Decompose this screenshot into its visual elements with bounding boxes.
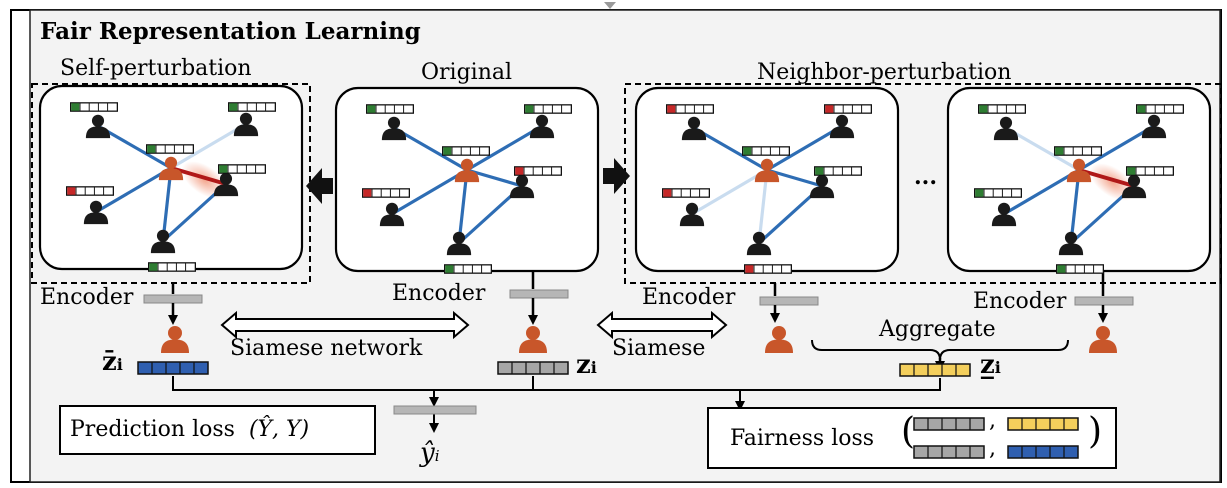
sensitive-attribute-cell [67,187,76,195]
encoder-bar-original [509,289,569,299]
label-aggregate: Aggregate [879,317,996,342]
graph-edge [1078,168,1135,188]
sensitive-attribute-cell [443,147,452,155]
predictor-bar [393,405,477,415]
graph-original-content [362,104,572,274]
fairness-comma-2: , [989,436,996,461]
siamese-network-arrow [220,310,470,340]
encoder-arrows [168,271,1108,325]
graph-edge [170,122,247,170]
label-original: Original [421,60,513,85]
fairness-pair-2 [913,445,1079,459]
sensitive-attribute-cell [71,103,80,111]
prediction-loss-label: Prediction loss (Ŷ, Y) [70,417,310,442]
neighbor-perturbation-group [624,83,1222,284]
graph-self-content [66,102,276,272]
sensitive-attribute-cell [979,105,988,113]
sensitive-attribute-cell [525,105,534,113]
fairness-comma-1: , [989,408,996,433]
fairness-paren-open: ( [901,411,915,452]
top-arrow-hint [604,2,616,9]
sensitive-attribute-cell [667,105,676,113]
graph-edge [170,166,227,186]
ellipsis: ... [914,164,937,190]
fairness-loss-label: Fairness loss [730,426,875,451]
sensitive-attribute-cell [825,105,834,113]
sensitive-attribute-cell [1137,105,1146,113]
z-under-symbol: z̲i [980,350,1001,380]
prediction-loss-args: (Ŷ, Y) [248,417,310,442]
arrow-to-neighbor [603,158,630,194]
encoder-bar-self [143,294,203,304]
label-neighbor-perturbation: Neighbor-perturbation [757,60,1012,85]
graph-edge [466,124,543,172]
graph-edge [1078,124,1155,172]
arrow-to-self [306,168,333,204]
sensitive-attribute-cell [1057,265,1066,273]
graph-edge [457,169,469,244]
sensitive-attribute-cell [815,167,824,175]
sensitive-attribute-cell [745,265,754,273]
graph-neighbor-2-content [974,104,1184,274]
graph-edge [161,167,173,242]
graph-edge [393,126,468,172]
graph-edge [466,168,523,188]
graph-edge [391,168,468,216]
y-hat-symbol: ŷi [420,438,440,468]
sensitive-attribute-cell [515,167,524,175]
z-bar-symbol: z̄i [102,347,123,377]
fairness-pair-1 [913,417,1079,431]
graph-edge [1005,126,1080,172]
sensitive-attribute-cell [363,189,372,197]
embedding-z [497,361,569,375]
graph-edge [691,168,768,216]
diagram-title: Fair Representation Learning [40,18,421,45]
sensitive-attribute-cell [743,147,752,155]
encoder-label-neighbor-2: Encoder [973,289,1067,314]
collector-lines [172,376,941,433]
graph-edge [693,126,768,172]
sensitive-attribute-cell [663,189,672,197]
z-symbol: zi [576,350,597,380]
embedding-z-bar [137,361,209,375]
sensitive-attribute-cell [445,265,454,273]
embedding-z-under [899,363,971,377]
encoder-bar-neighbor-1 [759,296,819,306]
label-siamese: Siamese [612,336,706,361]
fairness-paren-close: ) [1088,411,1102,452]
sensitive-attribute-cell [1127,167,1136,175]
sensitive-attribute-cell [147,145,156,153]
encoder-label-original: Encoder [392,281,486,306]
sensitive-attribute-cell [367,105,376,113]
graph-edge [766,168,823,188]
graph-edge [1069,169,1081,244]
graph-edge [95,166,172,214]
label-self-perturbation: Self-perturbation [60,56,252,81]
graph-neighbor-1-content [662,104,872,274]
encoder-label-self: Encoder [40,285,134,310]
prediction-loss-box [59,405,376,455]
self-perturbation-group [31,83,311,284]
sensitive-attribute-cell [149,263,158,271]
sensitive-attribute-cell [975,189,984,197]
sensitive-attribute-cell [1055,147,1064,155]
graph-edge [1003,168,1080,216]
label-siamese-network: Siamese network [230,336,423,361]
encoder-label-neighbor-1: Encoder [642,285,736,310]
siamese-arrow [596,310,728,340]
graph-edge [766,124,843,172]
graph-edge [97,124,172,170]
sensitive-attribute-cell [229,103,238,111]
graph-edge [757,169,769,244]
sensitive-attribute-cell [219,165,228,173]
encoder-bar-neighbor-2 [1074,296,1134,306]
